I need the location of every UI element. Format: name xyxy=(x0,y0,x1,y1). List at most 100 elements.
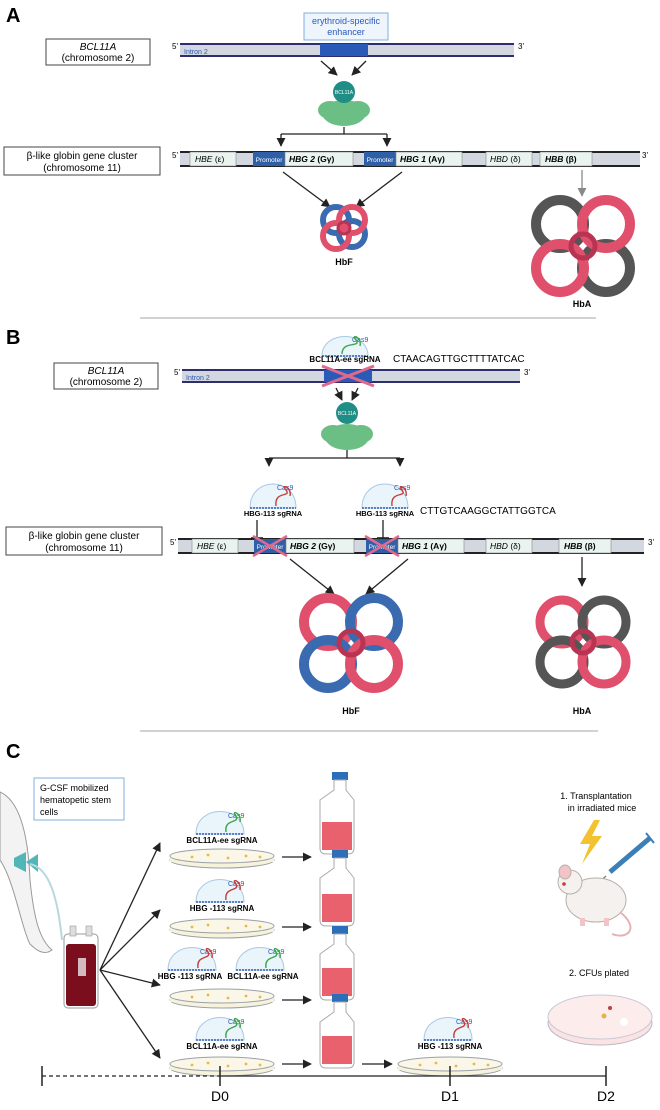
hbg1-gene-b: HBG 1 (Aγ) xyxy=(402,541,447,551)
sequence-hbg: CTTGTCAAGGCTATTGGTCA xyxy=(420,506,556,517)
panel-b-letter: B xyxy=(6,327,20,349)
step1-label-2: in irradiated mice xyxy=(568,803,637,813)
five-prime-a1: 5' xyxy=(172,42,178,51)
hbe-gene-b: HBE (ε) xyxy=(197,541,226,551)
hbf-label-a: HbF xyxy=(335,257,353,267)
hbe-gene-a: HBE (ε) xyxy=(195,154,224,164)
cas9-bcl11a-complex-b: Cas9 xyxy=(321,335,369,357)
hba-molecule-a xyxy=(531,195,635,297)
sgrna-bcl-b: BCL11A-ee sgRNA xyxy=(309,355,380,364)
sgrna-hbg-b2: HBG-113 sgRNA xyxy=(356,509,415,518)
flask-row3 xyxy=(319,926,355,1001)
bcl11a-chromosome: (chromosome 2) xyxy=(62,53,135,64)
hba-label-a: HbA xyxy=(573,299,592,309)
intron-label-a: Intron 2 xyxy=(184,49,208,56)
promoter-a-2 xyxy=(364,152,396,166)
dish-row1 xyxy=(169,848,275,869)
panel-c-letter: C xyxy=(6,741,20,763)
protein-label-b: BCL11A xyxy=(338,411,357,417)
cluster-label-a-1: β-like globin gene cluster xyxy=(27,151,138,162)
three-prime-a2: 3' xyxy=(642,151,648,160)
mouse-icon xyxy=(557,864,632,937)
enhancer-label-2: enhancer xyxy=(327,27,365,37)
source-label-3: cells xyxy=(40,807,59,817)
bcl11a-chromosome-b: (chromosome 2) xyxy=(70,377,143,388)
cluster-label-box-b xyxy=(5,526,163,556)
timeline-d1: D1 xyxy=(441,1088,459,1104)
hbf-label-b: HbF xyxy=(342,706,360,716)
enhancer-cross-b xyxy=(321,364,375,388)
hba-molecule-b xyxy=(535,595,631,689)
five-prime-b1: 5' xyxy=(174,368,180,377)
flask-row4 xyxy=(319,994,355,1069)
hbf-molecule-b xyxy=(299,593,403,693)
enhancer-label-1: erythroid-specific xyxy=(312,16,381,26)
bcl11a-protein-b: BCL11A xyxy=(321,402,373,450)
source-label-box xyxy=(33,777,125,821)
cas9-complex-row2: Cas9 xyxy=(195,879,245,903)
cas9-hbg-complex-b1: Cas9 xyxy=(249,483,297,509)
step2-label: 2. CFUs plated xyxy=(569,968,629,978)
step1-label-1: 1. Transplantation xyxy=(560,791,632,801)
five-prime-a2: 5' xyxy=(172,151,178,160)
row3-sgrna-a: HBG -113 sgRNA xyxy=(158,972,223,981)
bcl11a-protein: BCL11A xyxy=(318,81,370,126)
source-label-2: hematopetic stem xyxy=(40,795,111,805)
cas9-complex-row4: Cas9 xyxy=(195,1017,245,1041)
cluster-label-b-1: β-like globin gene cluster xyxy=(29,531,140,542)
cluster-label-a-2: (chromosome 11) xyxy=(43,163,121,174)
bcl11a-gene-name: BCL11A xyxy=(80,42,117,53)
cas9-label-b3: Cas9 xyxy=(394,485,410,492)
five-prime-b2: 5' xyxy=(170,538,176,547)
flask-row2 xyxy=(319,850,355,927)
hbf-molecule-a xyxy=(320,204,368,252)
enhancer-region xyxy=(320,44,368,56)
hbb-gene-b: HBB (β) xyxy=(564,541,596,551)
arm-illustration xyxy=(0,791,63,953)
syringe-icon xyxy=(595,832,655,886)
cas9-complex-row3a: Cas9 xyxy=(167,947,217,971)
bcl11a-gene-name-b: BCL11A xyxy=(88,366,125,377)
bcl11a-label-box-b xyxy=(53,362,159,390)
hbg1-gene-a: HBG 1 (Aγ) xyxy=(400,154,445,164)
promoter-label-a-1: Promoter xyxy=(256,157,284,164)
hbd-gene-b: HBD (δ) xyxy=(490,541,521,551)
panel-c: C G-CSF mobilized hematopetic stem cells… xyxy=(0,741,655,1104)
three-prime-a1: 3' xyxy=(518,42,524,51)
hbd-gene-a: HBD (δ) xyxy=(490,154,521,164)
panel-a: A erythroid-specific enhancer BCL11A (ch… xyxy=(3,5,648,319)
row4-sgrna: BCL11A-ee sgRNA xyxy=(186,1042,257,1051)
three-prime-b2: 3' xyxy=(648,538,654,547)
cas9-complex-row4b: Cas9 xyxy=(423,1017,473,1041)
promoter-label-a-2: Promoter xyxy=(367,157,395,164)
cas9-complex-row3b: Cas9 xyxy=(235,947,285,971)
promoter-cross-b1 xyxy=(252,534,288,558)
protein-label-a: BCL11A xyxy=(335,90,354,96)
timeline: D0 D1 D2 xyxy=(41,1066,615,1104)
panel-a-letter: A xyxy=(6,5,20,27)
hbb-gene-a: HBB (β) xyxy=(545,154,577,164)
bcl11a-label-box xyxy=(45,38,151,66)
promoter-cross-b2 xyxy=(364,534,400,558)
timeline-d2: D2 xyxy=(597,1088,615,1104)
sequence-bcl: CTAACAGTTGCTTTTATCAC xyxy=(393,354,525,365)
enhancer-label-box xyxy=(303,12,389,41)
hba-label-b: HbA xyxy=(573,706,592,716)
row2-sgrna: HBG -113 sgRNA xyxy=(190,904,255,913)
cas9-hbg-complex-b2: Cas9 xyxy=(361,483,410,509)
panel-b: B Cas9 BCL11A-ee sgRNA CTAACAGTTGCTTTTAT… xyxy=(5,327,654,732)
hbg2-gene-a: HBG 2 (Gγ) xyxy=(289,154,335,164)
three-prime-b1: 3' xyxy=(524,368,530,377)
cas9-complex-row1: Cas9 xyxy=(195,811,245,835)
row4-second-sgrna: HBG -113 sgRNA xyxy=(418,1042,483,1051)
row1-sgrna: BCL11A-ee sgRNA xyxy=(186,836,257,845)
dish-row4 xyxy=(169,1056,275,1077)
promoter-a-1 xyxy=(253,152,285,166)
cfu-plate-icon xyxy=(547,994,653,1046)
dish-row2 xyxy=(169,918,275,939)
cluster-label-box-a xyxy=(3,146,161,176)
sgrna-hbg-b1: HBG-113 sgRNA xyxy=(244,509,303,518)
source-label-1: G-CSF mobilized xyxy=(40,783,109,793)
hbg2-gene-b: HBG 2 (Gγ) xyxy=(290,541,336,551)
